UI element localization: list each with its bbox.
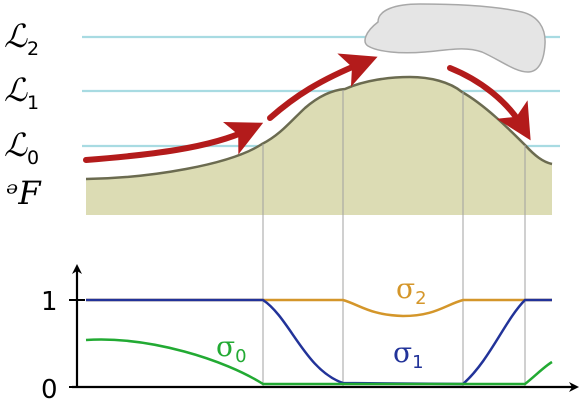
- tick-label-1: 1: [41, 287, 58, 317]
- sigma-panel: 1 0 σ0 σ1 σ2: [41, 264, 579, 403]
- sigma-1-curve: [86, 298, 552, 386]
- tick-label-0: 0: [41, 375, 58, 403]
- layer-labels: ℒ2 ℒ1 ℒ0 ᵊF: [4, 17, 42, 212]
- flow-arrow-3: [447, 65, 531, 141]
- terrain-area: [86, 77, 552, 215]
- guide-lines: [262, 90, 526, 387]
- layer-label-t: ᵊF: [6, 174, 42, 212]
- layer-label-l1: ℒ1: [4, 71, 39, 114]
- sigma-label-2: σ2: [396, 272, 427, 309]
- layer-label-l0: ℒ0: [4, 126, 39, 169]
- sigma-0-curve: [85, 338, 553, 386]
- flow-arrow-2: [267, 53, 378, 121]
- terrain-panel: [82, 3, 560, 215]
- sigma-label-0: σ0: [216, 330, 247, 367]
- sigma-2-curve: [86, 298, 552, 318]
- sigma-label-1: σ1: [393, 336, 424, 373]
- layer-label-l2: ℒ2: [4, 17, 39, 60]
- flow-arrow-1: [83, 121, 264, 163]
- cloud-shape: [364, 3, 546, 73]
